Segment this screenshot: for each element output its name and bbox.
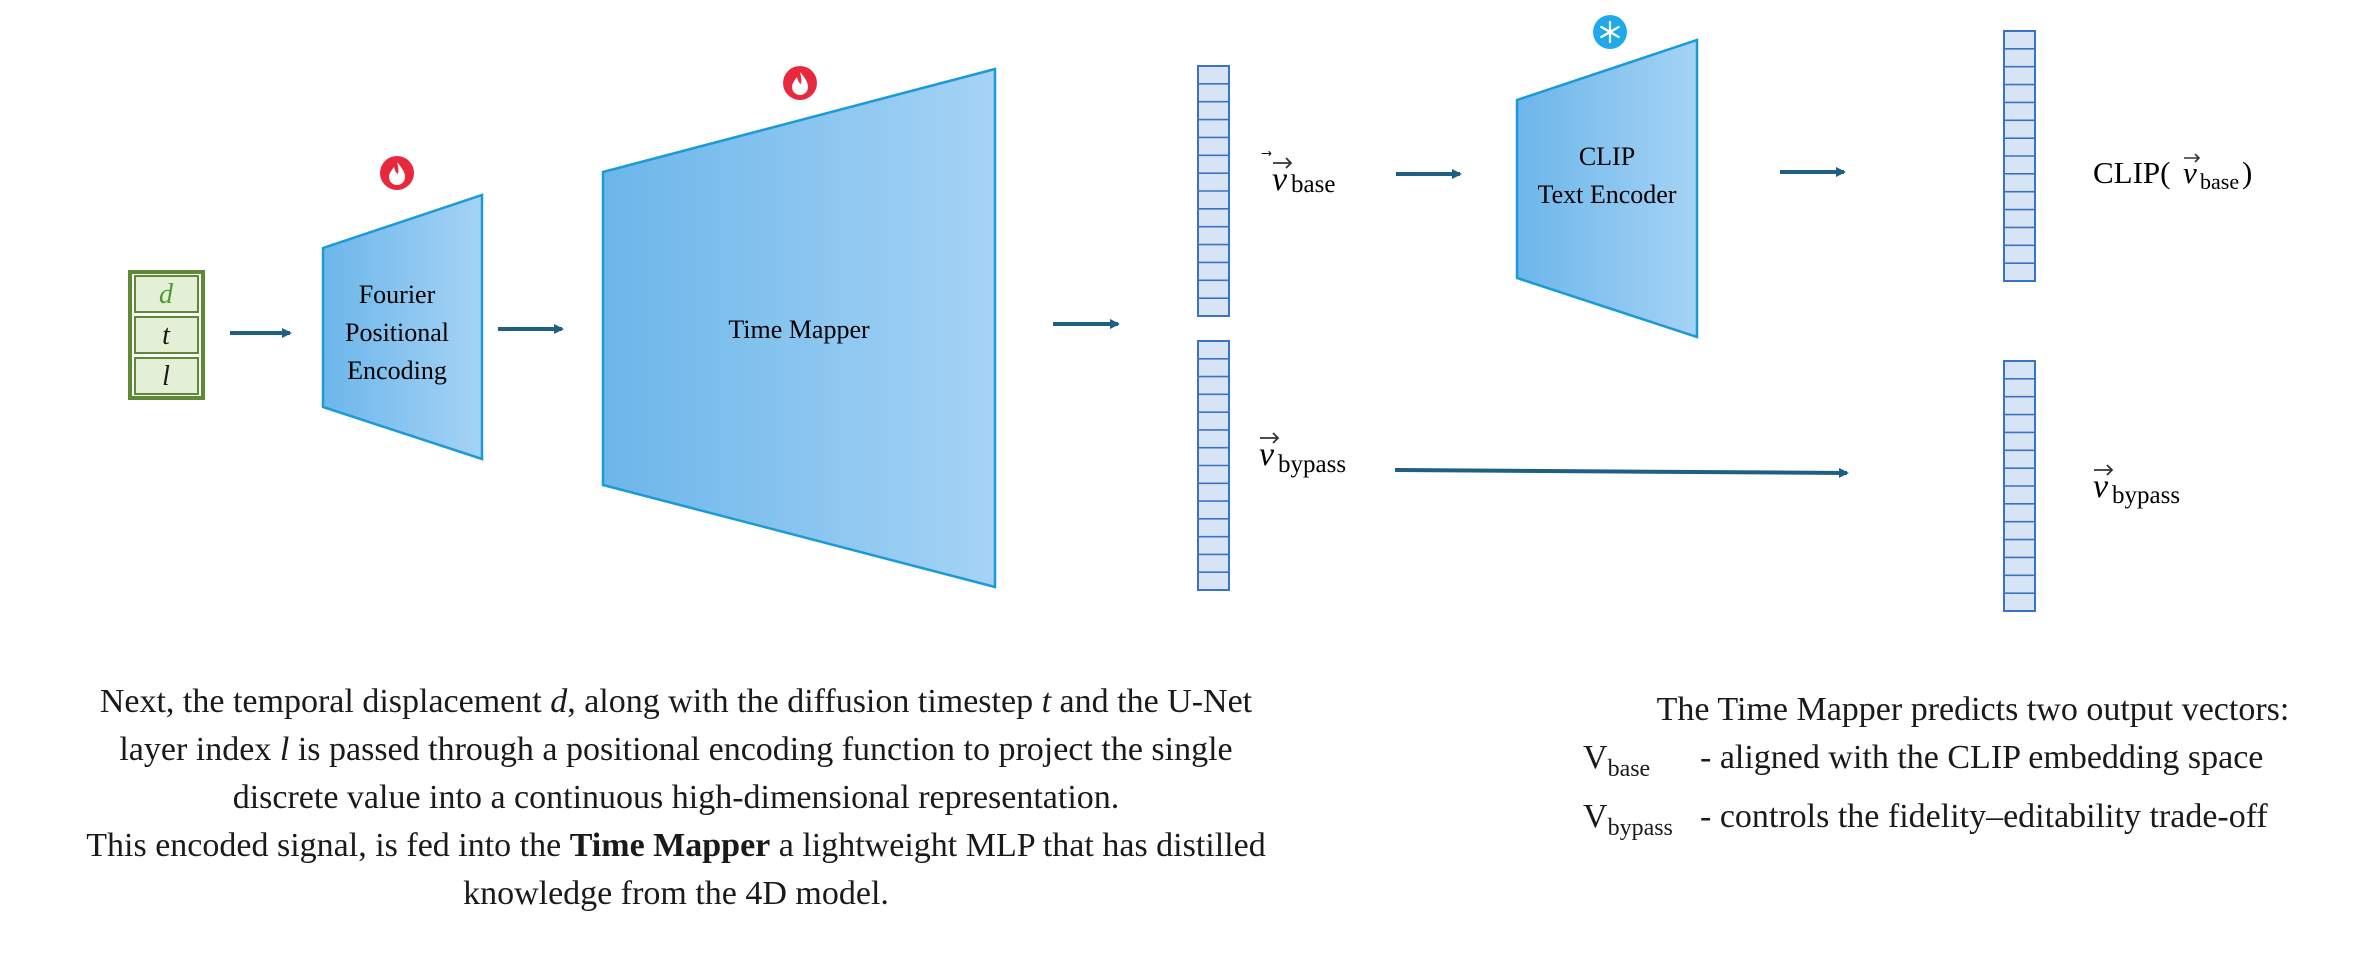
v: V: [1583, 739, 1608, 776]
text: Next, the temporal displacement: [99, 683, 551, 720]
clip-label-line2: Text Encoder: [1538, 180, 1677, 209]
v-bypass-out-subscript: bypass: [2112, 482, 2180, 509]
var-t: t: [1041, 683, 1052, 720]
var-d: d: [550, 683, 568, 720]
label-v-bypass: v bypass: [1259, 432, 1346, 478]
label-clip-v-base: CLIP( v base ): [2093, 153, 2252, 194]
vector-bypass-stack: [1197, 340, 1230, 591]
v-bypass-out-symbol: v: [2093, 468, 2109, 505]
vector-bypass-output-stack: [2003, 360, 2036, 612]
clip-v-symbol: v: [2183, 155, 2197, 190]
clip-v-subscript: base: [2200, 169, 2239, 194]
label-v-bypass-output: v bypass: [2093, 464, 2180, 509]
v: V: [1583, 797, 1608, 835]
vector-clip-output-stack: [2003, 30, 2036, 282]
var-l: l: [279, 731, 290, 768]
time-mapper-label: Time Mapper: [728, 315, 870, 344]
input-cell-d: [134, 275, 199, 313]
text: and the U-Net: [1051, 683, 1253, 720]
input-t-label: t: [162, 320, 171, 351]
input-cell-l: [134, 357, 199, 395]
caption-left-line5: knowledge from the 4D model.: [463, 875, 889, 912]
subscript: bypass: [1607, 814, 1673, 841]
v-bypass-symbol: v: [1259, 436, 1275, 473]
time-mapper-emphasis: Time Mapper: [569, 827, 771, 864]
input-l-label: l: [162, 361, 170, 392]
vector-base-stack: [1197, 65, 1230, 317]
fourier-encoding-block: Fourier Positional Encoding: [321, 193, 484, 461]
text: This encoded signal, is fed into the: [86, 827, 570, 864]
output-item-name: Vbase: [1583, 734, 1700, 793]
v-base-subscript: base: [1291, 171, 1335, 198]
caption-left-line4: This encoded signal, is fed into the Tim…: [0, 822, 1352, 870]
clip-label-line1: CLIP: [1579, 142, 1635, 171]
fire-icon: [783, 66, 817, 100]
input-cell-t: [134, 316, 199, 354]
text: layer index: [119, 731, 280, 768]
v-bypass-subscript: bypass: [1278, 451, 1346, 478]
clip-encoder-block: CLIP Text Encoder: [1515, 38, 1699, 339]
output-item-desc: - controls the fidelity–editability trad…: [1700, 797, 2268, 835]
fourier-label-line2: Positional: [345, 318, 449, 347]
time-mapper-block: Time Mapper: [601, 67, 997, 589]
fourier-label-line1: Fourier: [359, 280, 436, 309]
output-item-desc: - aligned with the CLIP embedding space: [1700, 739, 2264, 776]
fire-icon: [380, 156, 414, 190]
v-base-vec-arrow: ⃗: [1261, 151, 1272, 156]
subscript: base: [1607, 755, 1651, 782]
text: a lightweight MLP that has distilled: [770, 827, 1266, 864]
fourier-label-line3: Encoding: [347, 356, 447, 385]
caption-left-line1: Next, the temporal displacement d, along…: [0, 678, 1352, 726]
text: , along with the diffusion timestep: [567, 683, 1042, 720]
input-stack: d t l: [128, 270, 205, 400]
output-item-bypass: Vbypass - controls the fidelity–editabil…: [1583, 793, 2363, 852]
clip-fn-label: CLIP(: [2093, 155, 2171, 190]
label-v-base: v ⃗ base: [1261, 151, 1335, 198]
caption-left: Next, the temporal displacement d, along…: [0, 678, 1352, 918]
output-item-name: Vbypass: [1583, 793, 1700, 852]
snowflake-icon: [1593, 15, 1627, 49]
v-base-symbol: v: [1272, 161, 1288, 198]
arrow-bypass-to-output: [1394, 467, 1849, 478]
output-item-base: Vbase - aligned with the CLIP embedding …: [1583, 734, 2363, 793]
input-d-label: d: [159, 279, 174, 310]
caption-left-line2: layer index l is passed through a positi…: [0, 726, 1352, 774]
caption-right-heading: The Time Mapper predicts two output vect…: [1656, 691, 2290, 728]
text: is passed through a positional encoding …: [289, 731, 1233, 768]
caption-right: The Time Mapper predicts two output vect…: [1583, 686, 2363, 852]
caption-left-line3: discrete value into a continuous high-di…: [232, 779, 1120, 816]
clip-close-paren: ): [2242, 155, 2252, 190]
